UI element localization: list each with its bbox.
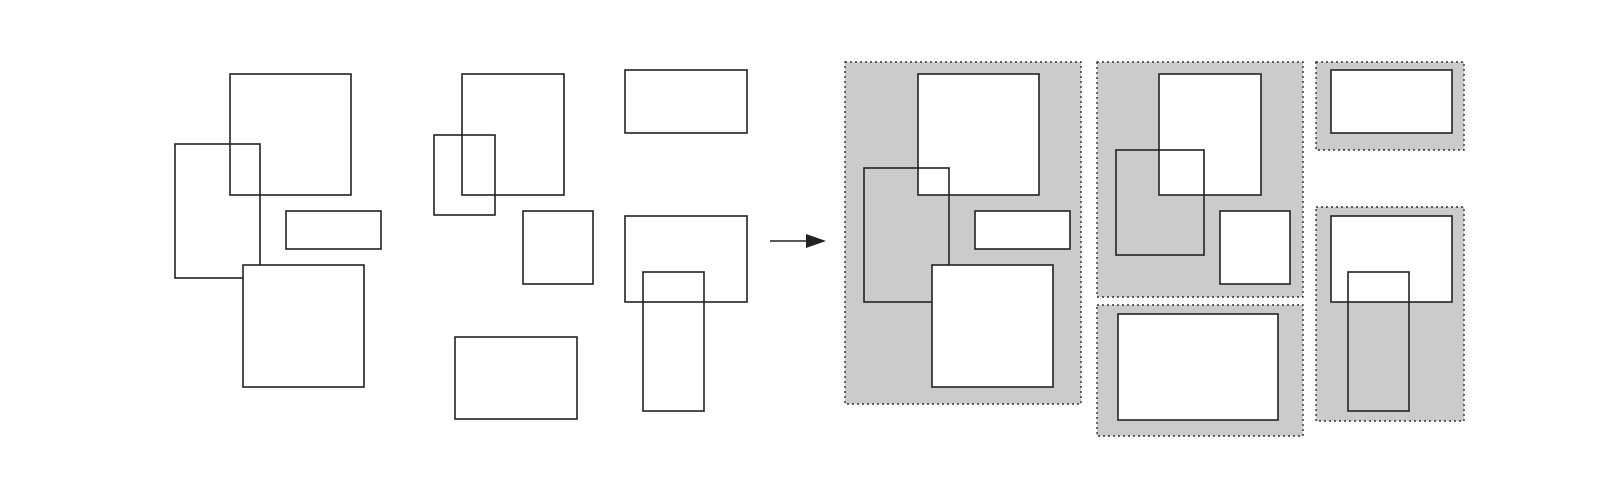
grouped-rect xyxy=(931,264,1054,388)
input-rect xyxy=(285,210,382,250)
group-2 xyxy=(1096,61,1304,298)
grouped-rect xyxy=(1219,210,1291,285)
input-rectangles xyxy=(174,69,748,420)
grouped-rectangles xyxy=(844,61,1465,437)
right-arrow-icon xyxy=(770,234,826,248)
grouped-rect xyxy=(1347,271,1410,412)
input-rect xyxy=(454,336,578,420)
grouped-rect xyxy=(1158,73,1262,196)
grouped-rect xyxy=(1330,69,1453,134)
group-5 xyxy=(1315,206,1465,422)
group-4 xyxy=(1315,61,1465,151)
input-rect xyxy=(174,143,261,279)
grouped-rect xyxy=(917,73,1040,196)
grouped-rect xyxy=(1330,215,1453,303)
grouped-rect xyxy=(1115,149,1205,256)
input-rect xyxy=(624,215,748,303)
grouped-rect xyxy=(974,210,1071,250)
group-3 xyxy=(1096,304,1304,437)
grouped-rect xyxy=(1117,313,1279,421)
input-rect xyxy=(242,264,365,388)
input-rect xyxy=(624,69,748,134)
input-rect xyxy=(522,210,594,285)
group-1 xyxy=(844,61,1082,405)
input-rect xyxy=(229,73,352,196)
input-rect xyxy=(642,271,705,412)
grouped-rect xyxy=(863,167,950,303)
input-rect xyxy=(433,134,496,216)
